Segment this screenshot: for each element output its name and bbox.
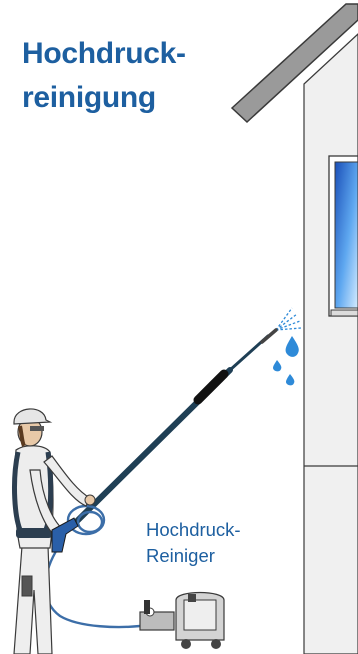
device-label-line-1: Hochdruck- — [146, 517, 241, 543]
water-spray — [273, 308, 301, 385]
water-drop-small — [273, 360, 281, 371]
water-drop-large — [286, 336, 299, 357]
spray-lance — [72, 330, 276, 526]
title-line-1: Hochdruck- — [22, 32, 186, 76]
device-label-line-2: Reiniger — [146, 543, 241, 569]
worker-legs — [14, 546, 52, 654]
pressure-washer — [140, 593, 224, 650]
title-line-2: reinigung — [22, 76, 186, 120]
page-title: Hochdruck- reinigung — [22, 32, 186, 120]
worker — [14, 409, 95, 654]
helmet-icon — [14, 409, 50, 424]
device-label: Hochdruck- Reiniger — [146, 517, 241, 569]
window — [329, 156, 358, 316]
house-wall — [304, 34, 358, 654]
hose — [45, 506, 140, 627]
water-drop-small — [286, 374, 294, 385]
